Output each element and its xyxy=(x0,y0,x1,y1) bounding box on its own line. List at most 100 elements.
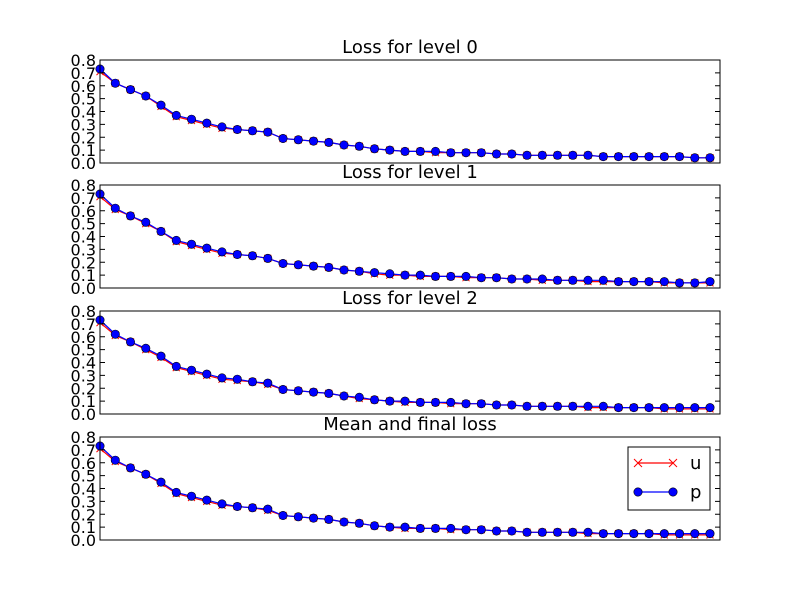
data-point-p xyxy=(278,258,288,268)
data-point-p xyxy=(476,273,486,283)
data-point-p xyxy=(308,261,318,271)
data-point-p xyxy=(537,274,547,284)
data-point-p xyxy=(598,152,608,162)
legend-marker-p xyxy=(633,487,643,497)
data-point-p xyxy=(202,118,212,128)
data-point-p xyxy=(202,369,212,379)
data-point-p xyxy=(400,396,410,406)
data-point-p xyxy=(308,136,318,146)
data-point-p xyxy=(629,277,639,287)
data-point-p xyxy=(278,134,288,144)
data-point-p xyxy=(217,122,227,132)
data-point-p xyxy=(491,149,501,159)
panel-title: Mean and final loss xyxy=(323,414,497,435)
data-point-p xyxy=(705,529,715,539)
data-point-p xyxy=(476,148,486,158)
data-point-p xyxy=(126,85,136,95)
data-point-p xyxy=(156,100,166,110)
data-point-p xyxy=(324,514,334,524)
data-point-p xyxy=(552,527,562,537)
data-point-p xyxy=(598,529,608,539)
y-tick-label: 0.7 xyxy=(71,315,96,334)
data-point-p xyxy=(613,152,623,162)
data-point-p xyxy=(400,270,410,280)
y-tick-label: 0.3 xyxy=(71,240,96,259)
data-point-p xyxy=(339,517,349,527)
data-point-p xyxy=(705,403,715,413)
data-point-p xyxy=(369,268,379,278)
y-tick-label: 0.8 xyxy=(71,428,96,447)
y-tick-label: 0.8 xyxy=(71,302,96,321)
panel-1: Loss for level 10.00.10.20.30.40.50.60.7… xyxy=(71,162,721,298)
y-tick-label: 0.0 xyxy=(71,154,96,173)
data-point-p xyxy=(522,274,532,284)
data-point-p xyxy=(583,401,593,411)
y-tick-label: 0.7 xyxy=(71,64,96,83)
legend-box xyxy=(627,446,711,511)
y-tick-label: 0.3 xyxy=(71,115,96,134)
data-point-p xyxy=(126,337,136,347)
panel-2: Loss for level 20.00.10.20.30.40.50.60.7… xyxy=(71,288,721,424)
data-point-p xyxy=(598,401,608,411)
data-point-p xyxy=(400,146,410,156)
data-point-p xyxy=(263,504,273,514)
data-point-p xyxy=(126,463,136,473)
data-point-p xyxy=(476,399,486,409)
data-point-p xyxy=(522,401,532,411)
y-tick-label: 0.0 xyxy=(71,531,96,550)
data-point-p xyxy=(369,395,379,405)
y-tick-label: 0.6 xyxy=(71,328,96,347)
data-point-p xyxy=(613,277,623,287)
data-point-p xyxy=(674,278,684,288)
data-point-p xyxy=(217,373,227,383)
data-point-p xyxy=(629,403,639,413)
data-point-p xyxy=(690,278,700,288)
data-point-p xyxy=(202,495,212,505)
panel-title: Loss for level 2 xyxy=(342,288,478,309)
data-point-p xyxy=(674,403,684,413)
data-point-p xyxy=(385,269,395,279)
legend-marker-u xyxy=(633,458,643,468)
data-point-p xyxy=(156,477,166,487)
y-tick-label: 0.8 xyxy=(71,176,96,195)
data-point-p xyxy=(659,529,669,539)
y-tick-label: 0.2 xyxy=(71,379,96,398)
data-point-p xyxy=(339,140,349,150)
data-point-p xyxy=(110,203,120,213)
data-point-p xyxy=(248,251,258,261)
data-point-p xyxy=(171,235,181,245)
data-point-p xyxy=(583,275,593,285)
legend-label-p: p xyxy=(690,482,701,503)
data-point-p xyxy=(705,277,715,287)
data-point-p xyxy=(613,529,623,539)
data-point-p xyxy=(598,275,608,285)
y-tick-label: 0.1 xyxy=(71,518,96,537)
data-point-p xyxy=(369,144,379,154)
data-point-p xyxy=(690,529,700,539)
data-point-p xyxy=(674,152,684,162)
legend-label-u: u xyxy=(690,453,701,474)
data-point-p xyxy=(141,343,151,353)
data-point-p xyxy=(232,374,242,384)
y-tick-label: 0.5 xyxy=(71,467,96,486)
data-point-p xyxy=(369,521,379,531)
panel-3: Mean and final loss0.00.10.20.30.40.50.6… xyxy=(71,414,721,550)
data-point-p xyxy=(552,150,562,160)
data-point-p xyxy=(385,145,395,155)
data-point-p xyxy=(232,125,242,135)
data-point-p xyxy=(568,275,578,285)
y-tick-label: 0.2 xyxy=(71,505,96,524)
y-tick-label: 0.4 xyxy=(71,228,96,247)
data-point-p xyxy=(491,526,501,536)
data-point-p xyxy=(461,525,471,535)
data-point-p xyxy=(644,152,654,162)
data-point-p xyxy=(568,150,578,160)
data-point-p xyxy=(537,401,547,411)
data-point-p xyxy=(126,211,136,221)
y-tick-label: 0.1 xyxy=(71,266,96,285)
data-point-p xyxy=(171,361,181,371)
data-point-p xyxy=(659,403,669,413)
data-point-p xyxy=(110,78,120,88)
data-point-p xyxy=(171,110,181,120)
